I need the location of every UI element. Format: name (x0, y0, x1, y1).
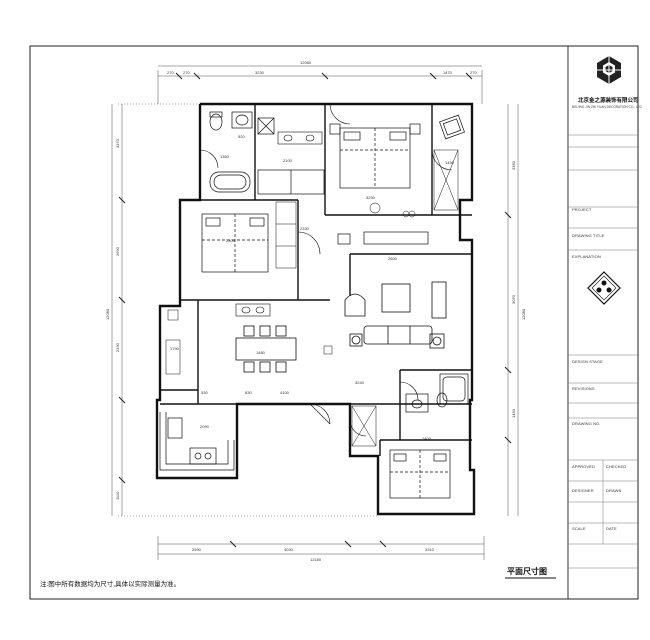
tv-cabinet (337, 231, 429, 245)
dim-interior-2: 2300 (226, 238, 235, 243)
third-bed-icon (389, 449, 451, 499)
title-block (568, 134, 638, 569)
designer-label: DESIGNER (572, 488, 594, 493)
dim-left-2: 2330 (115, 343, 120, 352)
dim-bottom-1: 4030 (284, 547, 293, 552)
armchair-icon (439, 114, 465, 140)
master-bed-icon (329, 123, 421, 189)
checked-label: CHECKED (606, 464, 627, 469)
dim-interior-6: 530 (201, 390, 208, 395)
master-bath-fixtures (209, 111, 325, 195)
dim-top-0: 270 (167, 70, 174, 75)
second-bed-icon (201, 213, 269, 273)
plan-note: 注:图中所有数据均为尺寸,具体以实际测量为准。 (40, 581, 181, 588)
revisions-label: REVISIONS (572, 386, 595, 391)
drawing-symbol-icon (587, 271, 621, 305)
dim-right-0: 3350 (511, 161, 516, 170)
dim-interior-4: 1480 (256, 350, 265, 355)
outer-border (29, 45, 639, 600)
dim-left-1: 2690 (115, 247, 120, 256)
approved-label: APPROVED (572, 464, 596, 469)
dim-interior-7: 830 (245, 390, 252, 395)
company-name-en: BEIJING JIN ZHI YUAN DECORATION CO., LTD (572, 105, 642, 109)
dim-left-total: 12080 (105, 308, 110, 320)
second-bath-fixtures (405, 373, 469, 413)
design-stage-label: DESIGN STAGE (572, 359, 603, 364)
exterior-wall (155, 102, 476, 516)
dim-bottom-total: 12180 (310, 557, 322, 562)
dim-top-1: 270 (183, 70, 190, 75)
dim-interior-3: 2600 (388, 256, 397, 261)
company-name: 北京金之源装饰有限公司 (578, 98, 639, 104)
dim-top-3: 1470 (443, 70, 452, 75)
dim-interior-14: 520 (238, 134, 245, 139)
coffee-table-icon (381, 283, 411, 313)
drawing-no-label: DRAWING NO. (572, 421, 601, 426)
door-swings (199, 103, 453, 437)
dim-top-4: 270 (470, 70, 477, 75)
vanity-sinks-icon (277, 131, 323, 145)
dim-interior-10: 1450 (445, 160, 454, 165)
dimension-lines (111, 65, 519, 560)
dim-top-2: 3230 (255, 70, 264, 75)
company-logo-icon (597, 56, 621, 84)
third-wardrobe (351, 405, 377, 447)
dim-bottom-0: 2590 (192, 547, 201, 552)
small-marks (323, 202, 416, 355)
dim-interior-15: 1350 (220, 154, 229, 159)
dim-interior-8: 2090 (200, 424, 209, 429)
armchair-living-icon (344, 293, 366, 317)
kitchen-counter (159, 412, 235, 471)
second-wardrobe (275, 201, 297, 269)
dimension-ticks (118, 72, 512, 548)
dim-interior-9: 1400 (422, 436, 431, 441)
dim-interior-12: 1790 (170, 346, 179, 351)
floor-plan (155, 102, 476, 516)
dim-right-1: 3070 (511, 295, 516, 304)
dim-interior-1: 3230 (366, 195, 375, 200)
dim-left-3: 1110 (115, 491, 120, 500)
dim-left-0: 3370 (115, 139, 120, 148)
dining-table-icon (235, 325, 297, 373)
drawing-title-label: DRAWING TITLE (572, 233, 605, 238)
project-label: PROJECT (572, 207, 592, 212)
plan-title: 平面尺寸图 (507, 567, 547, 576)
dim-top-total: 12080 (300, 60, 312, 65)
sofa-icon (349, 281, 447, 349)
dim-interior-13: 2330 (300, 226, 309, 231)
sideboard (235, 303, 271, 317)
dim-interior-5: 4100 (280, 390, 289, 395)
scale-label: SCALE (572, 526, 586, 531)
dim-right-total: 12080 (521, 308, 526, 320)
explanation-label: EXPLANATION (572, 254, 601, 259)
drawn-label: DRAWN (606, 488, 622, 493)
balcony-shelf (165, 309, 181, 375)
wardrobe (433, 149, 459, 211)
dim-bottom-2: 3310 (425, 547, 434, 552)
dim-interior-0: 2100 (283, 158, 292, 163)
dim-right-2: 1450 (511, 409, 516, 418)
dim-interior-11: 3240 (355, 380, 364, 385)
date-label: DATE (606, 526, 617, 531)
